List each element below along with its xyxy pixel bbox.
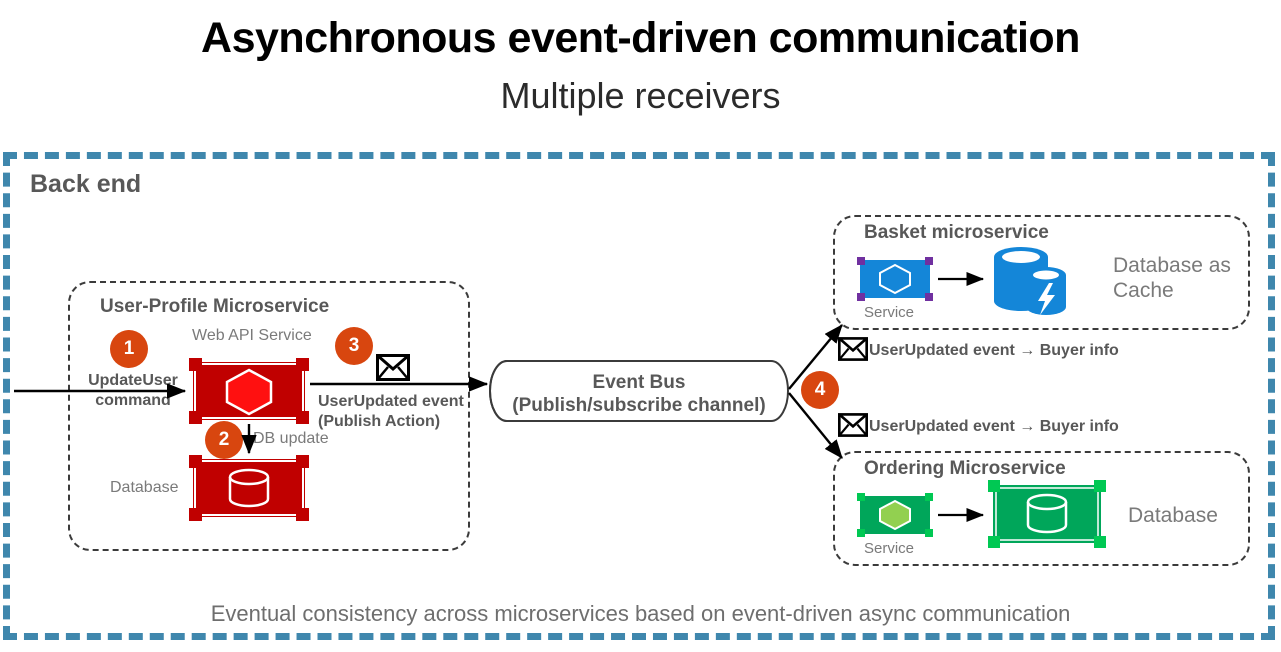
user-profile-microservice-box xyxy=(68,281,470,551)
userupdated-publish-label: UserUpdated event (Publish Action) xyxy=(318,392,464,432)
envelope-icon xyxy=(838,337,868,366)
updateuser-command-label: UpdateUser command xyxy=(79,371,187,411)
step-badge-4: 4 xyxy=(801,371,839,409)
web-api-service-icon xyxy=(189,358,309,424)
basket-db-line2: Cache xyxy=(1113,278,1174,302)
basket-microservice-box xyxy=(833,215,1250,330)
publish-label-line2: (Publish Action) xyxy=(318,413,441,430)
publish-label-line1: UserUpdated event xyxy=(318,393,464,410)
user-profile-database-icon xyxy=(189,455,309,521)
ordering-service-caption: Service xyxy=(864,540,915,557)
web-api-service-caption: Web API Service xyxy=(192,327,312,344)
user-profile-database-caption: Database xyxy=(110,479,179,496)
step-badge-3: 3 xyxy=(335,327,373,365)
db-update-label: DB update xyxy=(253,430,329,447)
page-subtitle: Multiple receivers xyxy=(500,75,781,116)
basket-microservice-title: Basket microservice xyxy=(864,222,1049,243)
updateuser-command-line1: UpdateUser xyxy=(88,372,178,389)
user-profile-microservice-title: User-Profile Microservice xyxy=(100,296,330,317)
event-bus-cylinder xyxy=(489,360,789,422)
backend-label: Back end xyxy=(30,170,142,198)
ordering-service-icon xyxy=(857,493,933,537)
page-title: Asynchronous event-driven communication xyxy=(201,14,1080,62)
event-label-ordering: UserUpdated event → Buyer info xyxy=(869,418,1119,435)
envelope-icon xyxy=(376,354,410,386)
ordering-microservice-title: Ordering Microservice xyxy=(864,458,1066,479)
basket-db-line1: Database as xyxy=(1113,254,1231,277)
updateuser-command-line2: command xyxy=(95,392,171,409)
step-badge-1: 1 xyxy=(110,330,148,368)
ordering-database-icon xyxy=(988,480,1106,548)
step-badge-2: 2 xyxy=(205,421,243,459)
database-as-cache-icon xyxy=(988,243,1080,319)
footer-note: Eventual consistency across microservice… xyxy=(210,601,1071,626)
envelope-icon xyxy=(838,413,868,442)
event-label-basket: UserUpdated event → Buyer info xyxy=(869,342,1119,359)
basket-service-caption: Service xyxy=(864,304,915,321)
basket-service-icon xyxy=(857,257,933,301)
ordering-database-caption: Database xyxy=(1128,504,1218,527)
basket-database-caption: Database as Cache xyxy=(1113,254,1253,304)
ordering-microservice-box xyxy=(833,451,1250,566)
